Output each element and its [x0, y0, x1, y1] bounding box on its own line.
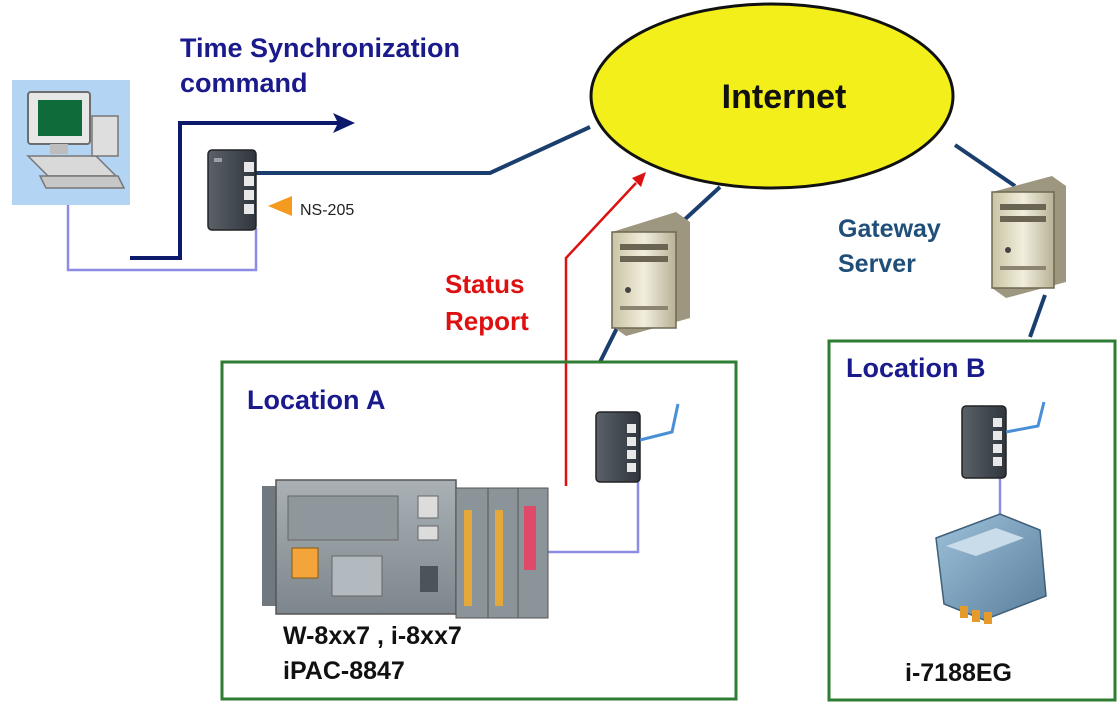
- gateway-label-line1: Gateway: [838, 215, 941, 243]
- internet-links: [256, 125, 1047, 363]
- location-a-label: Location A: [247, 385, 386, 415]
- status-label-line2: Report: [445, 306, 529, 336]
- cable-pc-ns205: [66, 205, 258, 272]
- link-internet-server-a: [680, 185, 722, 224]
- gateway-server-icon: [991, 176, 1066, 298]
- switch-a-icon: [595, 403, 680, 483]
- status-report-arrow: [564, 172, 646, 486]
- pac-controller-icon: [262, 479, 549, 619]
- i7188eg-label: i-7188EG: [905, 659, 1012, 687]
- link-server-a-location-a: [598, 325, 620, 363]
- switch-b-icon: [961, 401, 1046, 479]
- pac-label-line2: iPAC-8847: [283, 657, 405, 685]
- cable-switch-pac: [545, 480, 640, 554]
- location-b-label: Location B: [846, 353, 986, 383]
- time-sync-arrow: [130, 113, 355, 260]
- time-sync-label-line1: Time Synchronization: [180, 33, 460, 63]
- link-gateway-location-b: [1028, 294, 1047, 338]
- server-a-icon: [611, 212, 690, 336]
- status-report-arrow-head: [632, 172, 646, 187]
- pac-label-line1: W-8xx7 , i-8xx7: [283, 622, 462, 650]
- internet-label: Internet: [722, 78, 847, 116]
- status-report-arrow-line: [564, 182, 637, 486]
- internet-cloud: Internet: [589, 2, 955, 190]
- status-label-line1: Status: [445, 269, 524, 299]
- time-sync-label-line2: command: [180, 68, 308, 98]
- location-a-box: [220, 360, 738, 701]
- ns205-label: NS-205: [300, 202, 354, 219]
- internet-ellipse: [589, 2, 955, 190]
- link-ns205-internet: [256, 125, 591, 175]
- i7188eg-module-icon: [935, 513, 1047, 624]
- time-sync-arrow-line: [130, 121, 340, 260]
- location-b-box: [827, 339, 1117, 702]
- ns205-switch-icon: [207, 149, 257, 231]
- ns205-pointer-icon: [268, 196, 292, 216]
- gateway-label-line2: Server: [838, 250, 916, 278]
- link-internet-gateway: [953, 143, 1017, 188]
- pc-computer-icon: [12, 80, 130, 205]
- lan-cables: [66, 205, 1002, 554]
- time-sync-arrow-head: [333, 113, 355, 133]
